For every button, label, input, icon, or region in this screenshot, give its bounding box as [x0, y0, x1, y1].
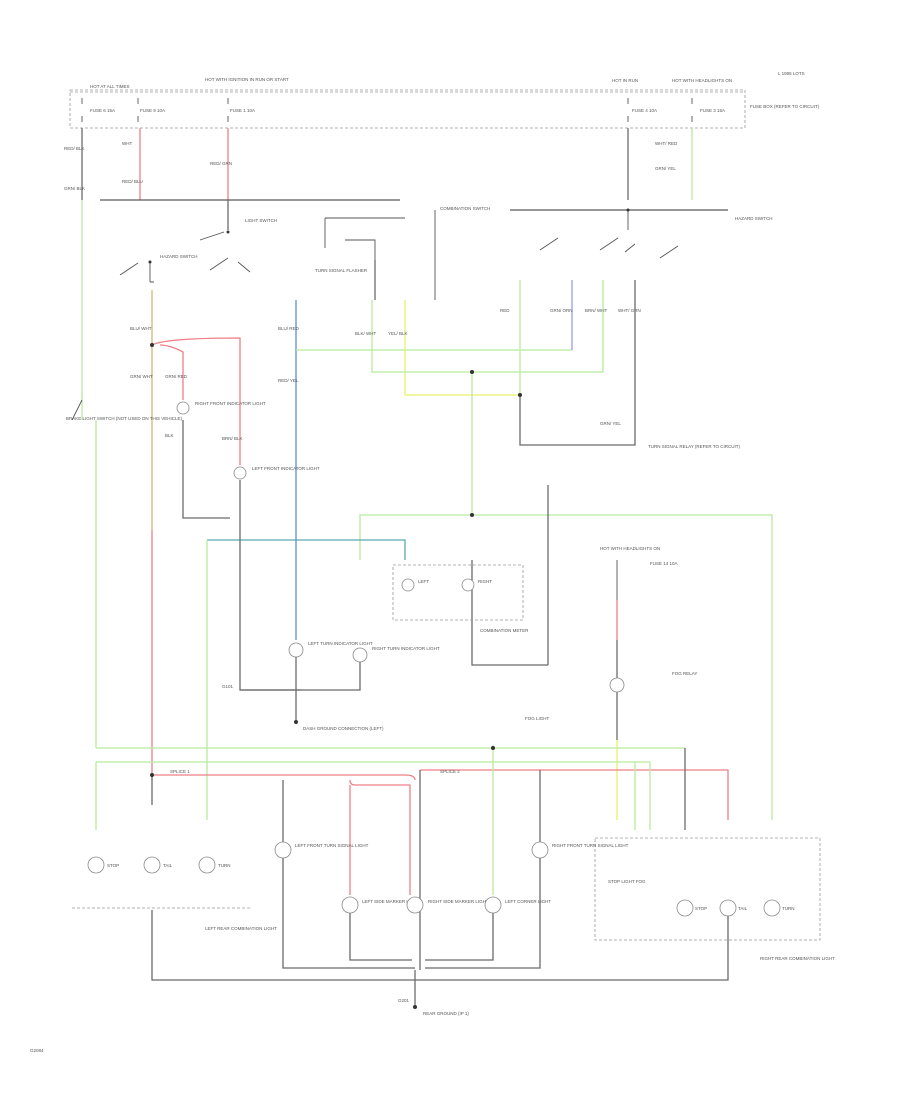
- wires-mid: [151, 280, 773, 820]
- right-rear-combo-label: RIGHT REAR COMBINATION LIGHT: [760, 956, 835, 961]
- wl-19: BRN/ WHT: [585, 308, 607, 313]
- left-corner-light: LEFT CORNER LIGHT: [425, 896, 551, 961]
- left-rear-combo-label: LEFT REAR COMBINATION LIGHT: [205, 926, 277, 931]
- wl-13: BLU/ RED: [278, 326, 300, 331]
- wires-bottom: [95, 745, 729, 970]
- left-turn-indicator: LEFT TURN INDICATOR LIGHT: [288, 641, 373, 658]
- splice1-label: SPLICE 1: [170, 769, 190, 774]
- wl-16: YEL/ BLK: [388, 331, 408, 336]
- splice2-label: SPLICE 2: [440, 769, 460, 774]
- fog-light-label: FOG LIGHT: [525, 716, 550, 721]
- wl-11: BLK: [165, 433, 174, 438]
- fog-relay-label: FOG RELAY: [672, 671, 697, 676]
- fuse-box: HOT AT ALL TIMES HOT WITH IGNITION IN RU…: [69, 77, 820, 129]
- meter-right: RIGHT: [478, 579, 492, 584]
- wl-14: RED/ YEL: [278, 378, 299, 383]
- fuse-4: FUSE 4 10A: [632, 108, 657, 113]
- wl-1: RED/ BLK: [64, 146, 85, 151]
- rr-turn: TURN: [782, 906, 795, 911]
- lr-tail: TAIL: [163, 863, 173, 868]
- hazard-switch-right: HAZARD SWITCH: [539, 208, 773, 259]
- right-side-marker: RIGHT SIDE MARKER LIGHT: [406, 896, 489, 914]
- wl-2: WHT: [122, 141, 132, 146]
- rear-fuse: FUSE 14 10A: [650, 561, 678, 566]
- wl-7: GRN/ YEL: [655, 166, 676, 171]
- wl-17: RED: [500, 308, 510, 313]
- combination-switch: COMBINATION SWITCH: [434, 206, 490, 300]
- dash-ground-label: DASH GROUND CONNECTION (LEFT): [303, 726, 384, 731]
- wl-20: WHT/ GRN: [618, 308, 641, 313]
- rr-tail: TAIL: [738, 906, 748, 911]
- rr-stop: STOP: [695, 906, 707, 911]
- rear-ground-label: REAR GROUND (IP 1): [423, 1011, 469, 1016]
- wl-15: BLK/ WHT: [355, 331, 377, 336]
- right-front-turn-label: RIGHT FRONT TURN SIGNAL LIGHT: [552, 843, 629, 848]
- rear-ground: REAR GROUND (IP 1) G201: [398, 970, 469, 1016]
- right-rear-combo: STOP LIGHT FOG STOP TAIL TURN RIGHT REAR…: [420, 837, 835, 981]
- fuse-label-hot-headlights: HOT WITH HEADLIGHTS ON: [672, 78, 732, 83]
- hazard-switch-label: HAZARD SWITCH: [160, 254, 198, 259]
- left-side-marker: LEFT SIDE MARKER LIGHT: [341, 896, 420, 961]
- wl-9: GRN/ WHT: [130, 374, 153, 379]
- fuse-6: FUSE 6 15A: [90, 108, 115, 113]
- left-front-turn: LEFT FRONT TURN SIGNAL LIGHT: [274, 841, 415, 969]
- right-turn-indicator-label: RIGHT TURN INDICATOR LIGHT: [372, 646, 440, 651]
- left-front-indicator-label: LEFT FRONT INDICATOR LIGHT: [252, 466, 320, 471]
- rear-ground-node: G201: [398, 998, 410, 1003]
- wl-10: GRN/ RED: [165, 374, 188, 379]
- wl-6: WHT/ RED: [655, 141, 678, 146]
- left-front-indicator: LEFT FRONT INDICATOR LIGHT: [233, 466, 320, 480]
- right-turn-indicator: RIGHT TURN INDICATOR LIGHT: [240, 646, 440, 691]
- left-turn-indicator-label: LEFT TURN INDICATOR LIGHT: [308, 641, 373, 646]
- figure-id: G2084: [30, 1048, 44, 1053]
- left-rear-combo: STOP TAIL TURN LEFT REAR COMBINATION LIG…: [72, 856, 420, 981]
- wl-3: RED/ BLU: [122, 179, 143, 184]
- fuse-label-hot-run: HOT IN RUN: [612, 78, 638, 83]
- left-side-marker-label: LEFT SIDE MARKER LIGHT: [362, 899, 420, 904]
- rear-fuse-note: HOT WITH HEADLIGHTS ON: [600, 546, 660, 551]
- dash-ground-node: G101: [222, 684, 234, 689]
- turn-signal-relay-label: TURN SIGNAL RELAY (REFER TO CIRCUIT): [648, 444, 741, 449]
- wl-4: RED/ GRN: [210, 161, 232, 166]
- right-front-turn: RIGHT FRONT TURN SIGNAL LIGHT: [425, 841, 629, 969]
- corner-code: L 1995 LOTS: [778, 71, 805, 76]
- left-front-turn-label: LEFT FRONT TURN SIGNAL LIGHT: [295, 843, 369, 848]
- combination-meter: LEFT RIGHT COMBINATION METER: [392, 564, 529, 633]
- lr-stop: STOP: [107, 863, 119, 868]
- right-front-indicator-label: RIGHT FRONT INDICATOR LIGHT: [195, 401, 266, 406]
- turn-signal-relay-wire: GRN/ YEL: [600, 421, 621, 426]
- light-switch: LIGHT SWITCH: [199, 218, 277, 273]
- turn-signal-flasher: TURN SIGNAL FLASHER: [315, 217, 405, 300]
- combination-switch-label: COMBINATION SWITCH: [440, 206, 490, 211]
- combination-meter-label: COMBINATION METER: [480, 628, 529, 633]
- fuse-1: FUSE 1 10A: [230, 108, 255, 113]
- light-switch-label: LIGHT SWITCH: [245, 218, 277, 223]
- fuse-9: FUSE 9 10A: [140, 108, 165, 113]
- left-corner-label: LEFT CORNER LIGHT: [505, 899, 551, 904]
- right-side-marker-label: RIGHT SIDE MARKER LIGHT: [428, 899, 489, 904]
- fuse-box-note: FUSE BOX (REFER TO CIRCUIT): [750, 104, 820, 109]
- lr-turn: TURN: [218, 863, 231, 868]
- rear-fuse-block: HOT WITH HEADLIGHTS ON FUSE 14 10A FOG R…: [600, 546, 697, 820]
- hazard-switch: HAZARD SWITCH: [119, 254, 198, 283]
- fuse-label-hot-always: HOT AT ALL TIMES: [90, 84, 130, 89]
- wl-12: BRN/ BLK: [222, 436, 243, 441]
- flasher-label: TURN SIGNAL FLASHER: [315, 268, 368, 273]
- wires-top: [81, 128, 728, 748]
- wl-18: GRN/ ORN: [550, 308, 573, 313]
- fuse-box-outline: [69, 89, 746, 129]
- wl-8: BLU/ WHT: [130, 326, 152, 331]
- right-front-indicator: RIGHT FRONT INDICATOR LIGHT: [176, 401, 266, 415]
- meter-left: LEFT: [418, 579, 429, 584]
- stop-light-fog-label: STOP LIGHT FOG: [608, 879, 646, 884]
- fuse-3: FUSE 3 15A: [700, 108, 725, 113]
- wl-5: GRN/ BLK: [64, 186, 85, 191]
- brake-light-switch-label: BRAKE LIGHT SWITCH (NOT USED ON THIS VEH…: [66, 416, 183, 421]
- hazard-switch-right-label: HAZARD SWITCH: [735, 216, 773, 221]
- fuse-label-hot-ign: HOT WITH IGNITION IN RUN OR START: [205, 77, 289, 82]
